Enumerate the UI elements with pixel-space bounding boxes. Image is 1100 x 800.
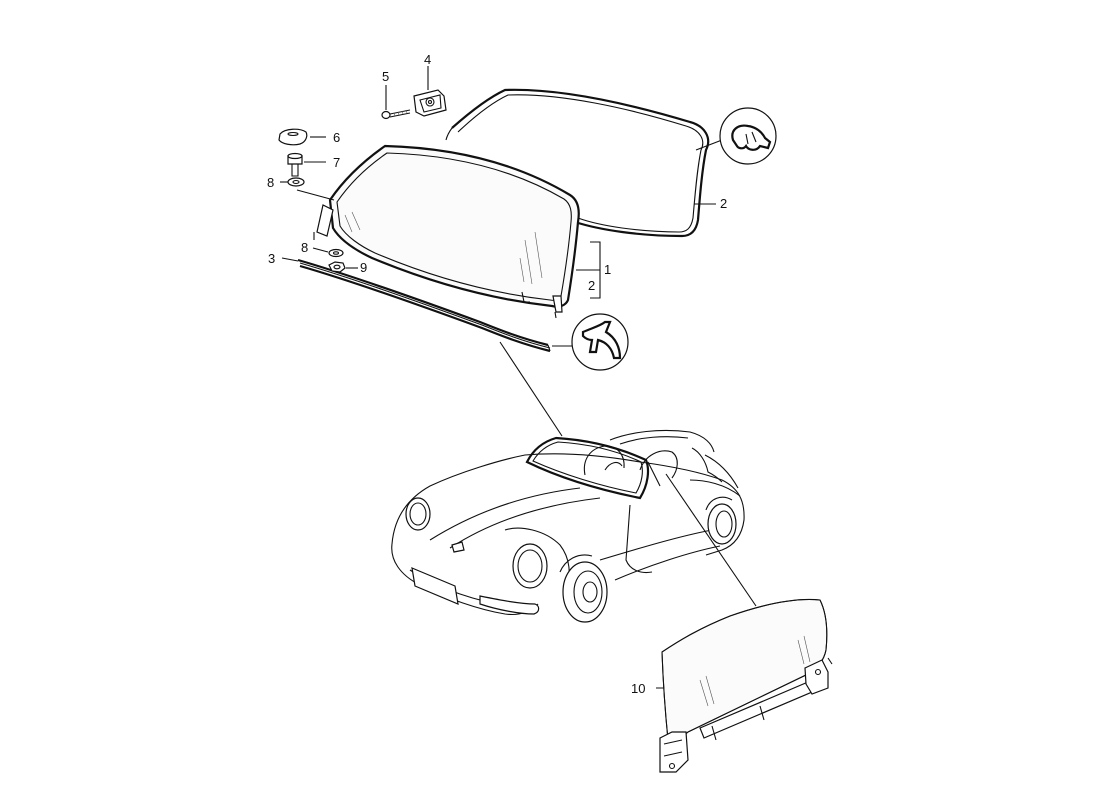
windshield-seal[interactable]	[445, 88, 710, 238]
callout-9: 9	[360, 260, 367, 275]
callout-1: 1	[604, 262, 611, 277]
nut[interactable]	[328, 261, 346, 273]
callout-2-bracket: 2	[588, 278, 595, 293]
side-window-glass[interactable]	[659, 599, 833, 773]
callout-labels: 5 4 6 7 8 8 9 3 2 1 2 10	[267, 52, 727, 696]
callout-2-seal: 2	[720, 196, 727, 211]
washer-lower[interactable]	[328, 248, 344, 258]
leader-lines	[280, 66, 757, 689]
trim-profile-detail	[552, 313, 629, 371]
bolt[interactable]	[287, 152, 303, 177]
callout-7: 7	[333, 155, 340, 170]
callout-4: 4	[424, 52, 431, 67]
callout-5: 5	[382, 69, 389, 84]
callout-10: 10	[631, 681, 645, 696]
callout-8-upper: 8	[267, 175, 274, 190]
cover-cap[interactable]	[278, 128, 308, 146]
callout-3: 3	[268, 251, 275, 266]
windshield-glass[interactable]	[313, 144, 580, 319]
car-illustration	[391, 429, 745, 623]
callout-6: 6	[333, 130, 340, 145]
screw[interactable]	[381, 109, 411, 120]
mirror-bracket[interactable]	[413, 89, 447, 117]
seal-profile-detail	[695, 107, 777, 165]
lower-trim-strip[interactable]	[297, 258, 551, 353]
washer-upper[interactable]	[287, 177, 305, 187]
callout-8-lower: 8	[301, 240, 308, 255]
